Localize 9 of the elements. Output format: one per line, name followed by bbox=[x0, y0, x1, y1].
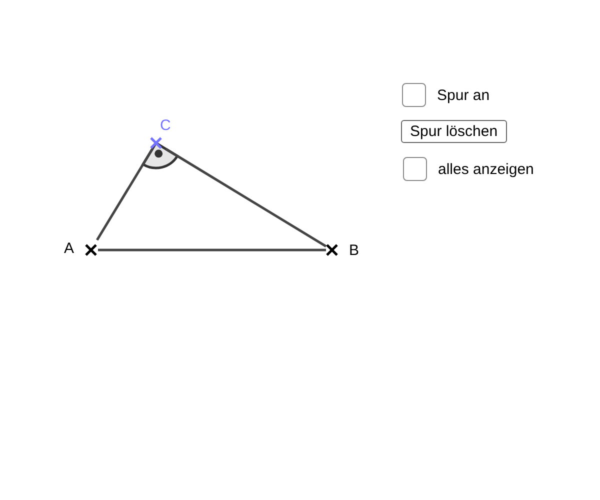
clear-button: Spur löschen bbox=[401, 120, 507, 143]
checkbox-label: alles anzeigen bbox=[438, 161, 534, 179]
point-label: B bbox=[349, 242, 360, 260]
line-segment bbox=[165, 148, 327, 248]
point-label: A bbox=[64, 240, 74, 258]
line-segment bbox=[96, 148, 154, 241]
point-label: C bbox=[160, 117, 171, 135]
checkbox-label: Spur an bbox=[437, 87, 490, 105]
line-segment bbox=[98, 248, 326, 252]
